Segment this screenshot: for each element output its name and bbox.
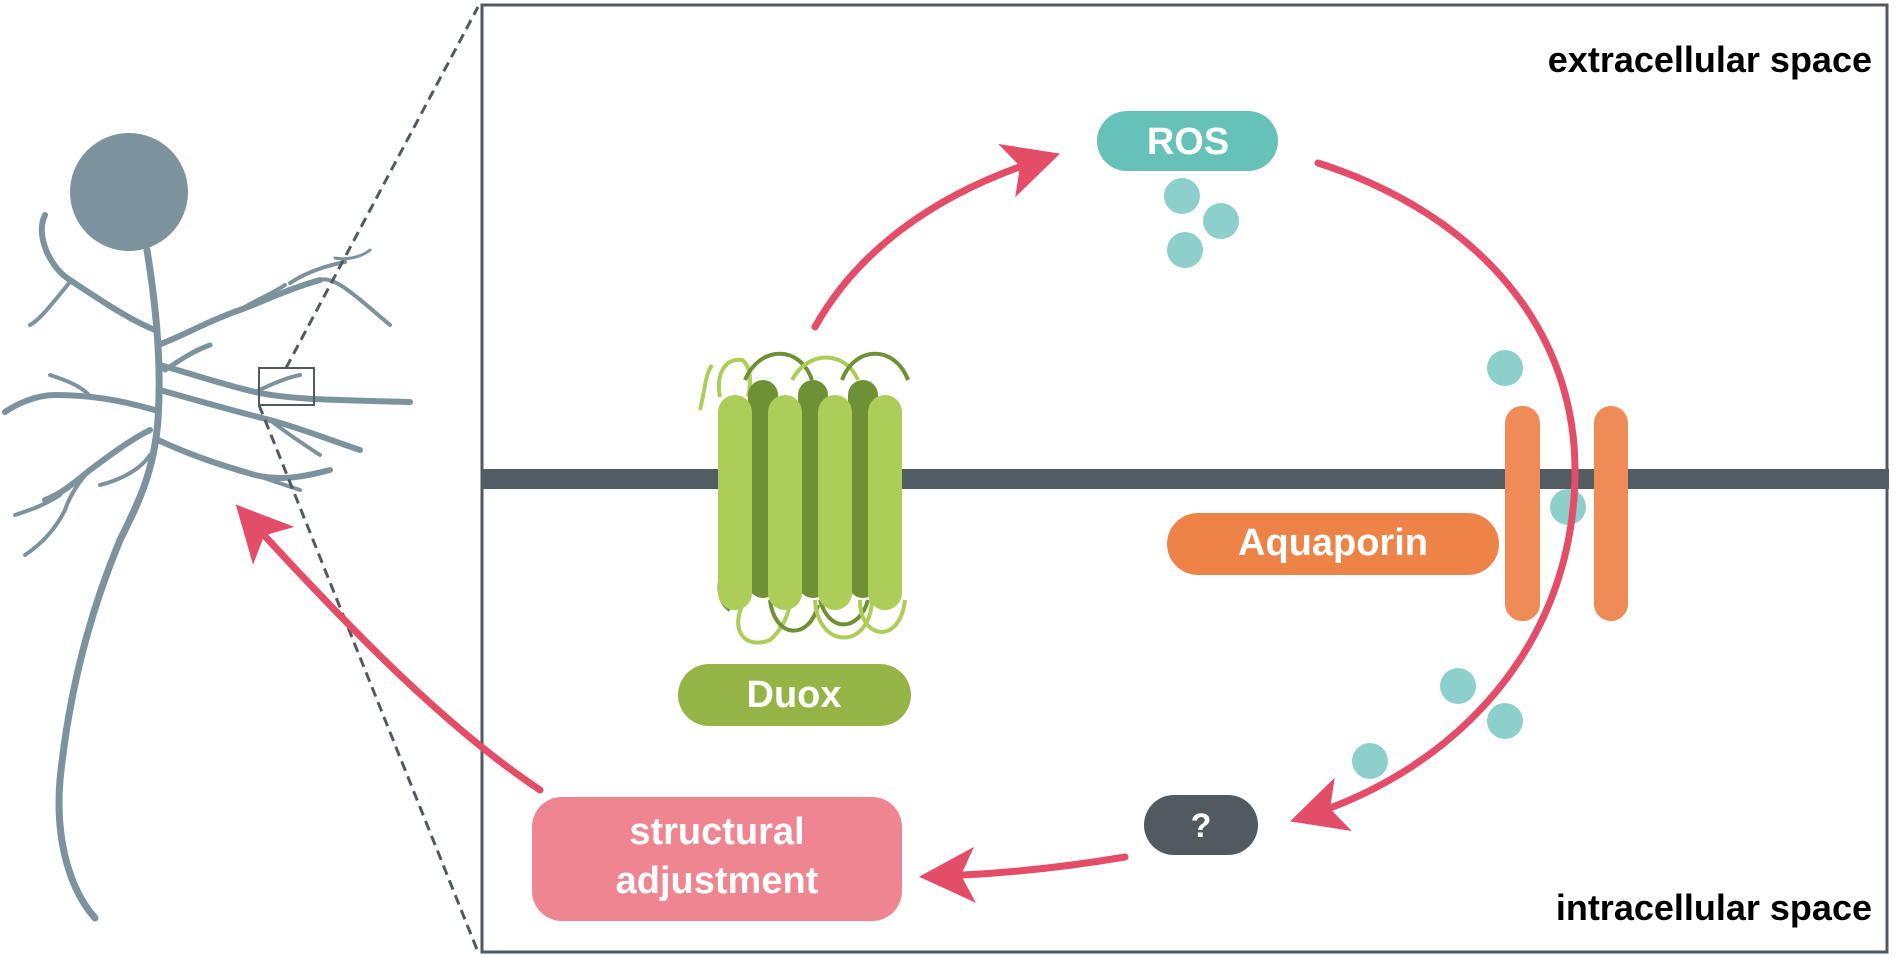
- duox-label: Duox: [747, 674, 842, 716]
- ros-label: ROS: [1147, 121, 1229, 163]
- flow-arrows: [235, 143, 1579, 903]
- zoom-line-bottom: [257, 404, 480, 953]
- zoom-line-top: [284, 6, 480, 369]
- structural-adjustment-box: [532, 797, 902, 921]
- duox-label-pill: [678, 664, 911, 726]
- ros-label-pill: [1097, 111, 1278, 171]
- cell-membrane: [482, 469, 1889, 489]
- arrow-duox-to-ros: [811, 143, 1061, 331]
- duox-protein: [698, 351, 910, 645]
- arrow-ros-to-unknown: [1290, 159, 1579, 831]
- extracellular-label: extracellular space: [1548, 39, 1872, 80]
- unknown-label: ?: [1191, 807, 1212, 845]
- aquaporin-label-pill: [1167, 513, 1499, 575]
- neuron-soma: [70, 133, 188, 251]
- structural-label-line2: adjustment: [616, 860, 819, 902]
- aquaporin-channel: [1505, 406, 1628, 621]
- neuron-trunk: [55, 246, 163, 922]
- arrow-unknown-to-structural: [919, 846, 1129, 903]
- structural-label-line1: structural: [629, 811, 804, 853]
- ros-particles: [1164, 178, 1586, 779]
- unknown-pill: [1144, 795, 1258, 855]
- intracellular-label: intracellular space: [1556, 887, 1872, 928]
- aquaporin-label: Aquaporin: [1238, 522, 1428, 564]
- arrow-structural-to-neuron: [235, 504, 544, 794]
